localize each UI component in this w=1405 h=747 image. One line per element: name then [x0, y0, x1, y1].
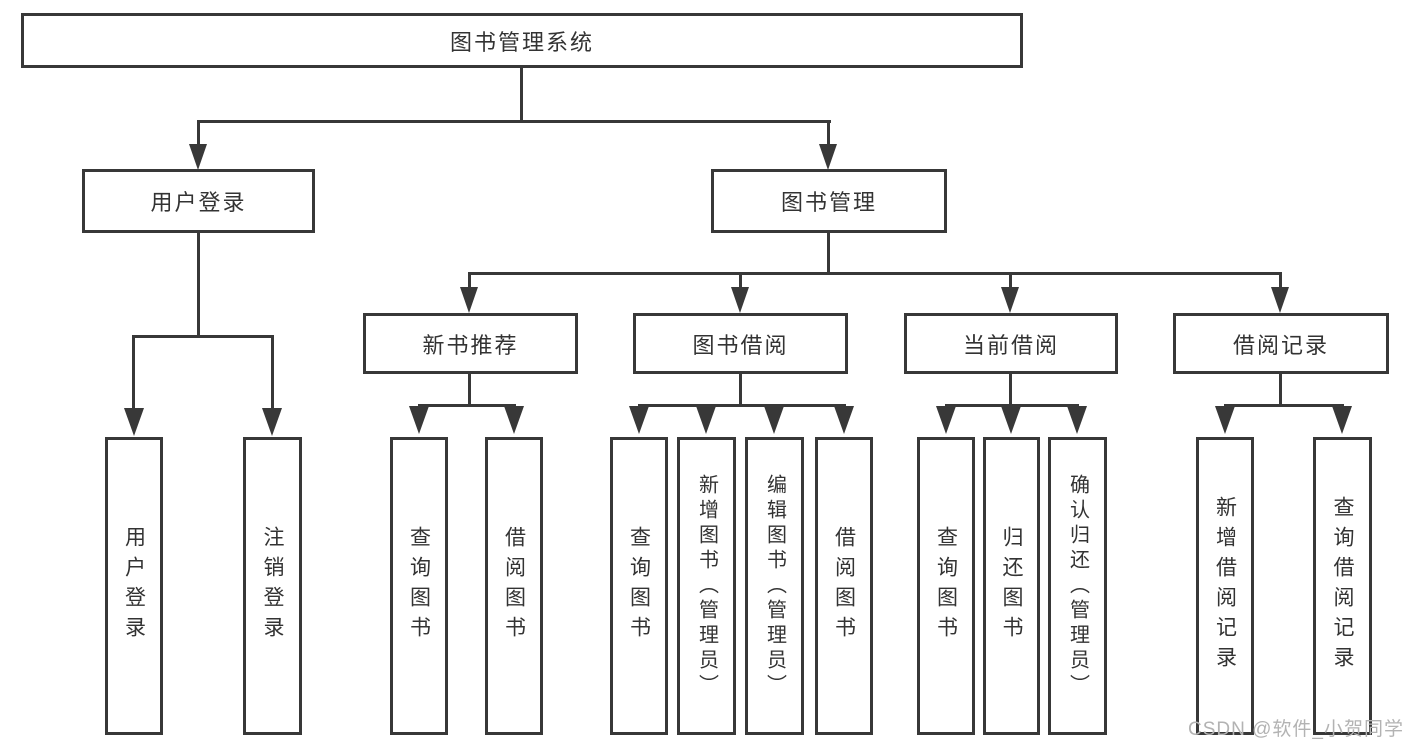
- leaf-borrow-books: 借阅图书: [815, 437, 873, 735]
- connector-drop-book-borrow: [739, 272, 742, 290]
- arrow-to-user-login: [189, 144, 207, 170]
- connector-book-borrow-branch: [638, 404, 846, 407]
- connector-drop-borrow-records: [1279, 272, 1282, 290]
- arrow-to-leaf-user-login: [124, 408, 144, 436]
- node-user-login: 用户登录: [82, 169, 315, 233]
- connector-new-book-stem: [468, 374, 471, 407]
- leaf-edit-book-admin: 编辑图书（管理员）: [745, 437, 804, 735]
- connector-drop-leaf-logout: [271, 335, 274, 410]
- connector-root-branch: [198, 120, 831, 123]
- arrow-to-borrow-records: [1271, 287, 1289, 313]
- leaf-query-books-recommend: 查询图书: [390, 437, 448, 735]
- connector-book-management-stem: [827, 233, 830, 275]
- leaf-confirm-return-admin: 确认归还（管理员）: [1048, 437, 1107, 735]
- arrow-to-new-book: [460, 287, 478, 313]
- leaf-query-books-borrow: 查询图书: [610, 437, 668, 735]
- connector-drop-new-book: [468, 272, 471, 290]
- arrow-to-current-borrow: [1001, 287, 1019, 313]
- arrow-to-return-books: [1001, 406, 1021, 434]
- arrow-to-query-books-3: [936, 406, 956, 434]
- arrow-to-edit-book: [764, 406, 784, 434]
- node-current-borrowing: 当前借阅: [904, 313, 1118, 374]
- leaf-borrow-books-recommend: 借阅图书: [485, 437, 543, 735]
- leaf-add-book-admin: 新增图书（管理员）: [677, 437, 736, 735]
- arrow-to-confirm-return: [1067, 406, 1087, 434]
- connector-borrow-records-branch: [1224, 404, 1344, 407]
- node-new-book-recommendation: 新书推荐: [363, 313, 578, 374]
- connector-book-management-branch: [469, 272, 1282, 275]
- arrow-to-query-books-2: [629, 406, 649, 434]
- connector-drop-leaf-user-login: [132, 335, 135, 410]
- arrow-to-book-management: [819, 144, 837, 170]
- connector-root-stem: [520, 68, 523, 122]
- node-library-management-system: 图书管理系统: [21, 13, 1023, 68]
- connector-drop-user-login: [197, 120, 200, 148]
- leaf-query-borrow-record: 查询借阅记录: [1313, 437, 1372, 735]
- connector-drop-current-borrow: [1009, 272, 1012, 290]
- arrow-to-add-book: [696, 406, 716, 434]
- leaf-add-borrow-record: 新增借阅记录: [1196, 437, 1254, 735]
- arrow-to-leaf-logout: [262, 408, 282, 436]
- leaf-user-login: 用户登录: [105, 437, 163, 735]
- connector-borrow-records-stem: [1279, 374, 1282, 407]
- node-borrowing-records: 借阅记录: [1173, 313, 1389, 374]
- arrow-to-add-borrow-record: [1215, 406, 1235, 434]
- connector-user-login-stem: [197, 233, 200, 338]
- connector-current-borrow-stem: [1009, 374, 1012, 407]
- connector-drop-book-management: [827, 120, 830, 148]
- connector-book-borrow-stem: [739, 374, 742, 407]
- arrow-to-borrow-books-1: [504, 406, 524, 434]
- leaf-return-books: 归还图书: [983, 437, 1040, 735]
- node-book-borrowing: 图书借阅: [633, 313, 848, 374]
- node-book-management: 图书管理: [711, 169, 947, 233]
- connector-current-borrow-branch: [945, 404, 1079, 407]
- arrow-to-borrow-books-2: [834, 406, 854, 434]
- arrow-to-book-borrow: [731, 287, 749, 313]
- leaf-query-books-current: 查询图书: [917, 437, 975, 735]
- connector-new-book-branch: [418, 404, 516, 407]
- leaf-logout: 注销登录: [243, 437, 302, 735]
- connector-user-login-branch: [133, 335, 274, 338]
- arrow-to-query-books-1: [409, 406, 429, 434]
- arrow-to-query-borrow-record: [1332, 406, 1352, 434]
- csdn-watermark: CSDN @软件_小贺同学: [1188, 719, 1404, 740]
